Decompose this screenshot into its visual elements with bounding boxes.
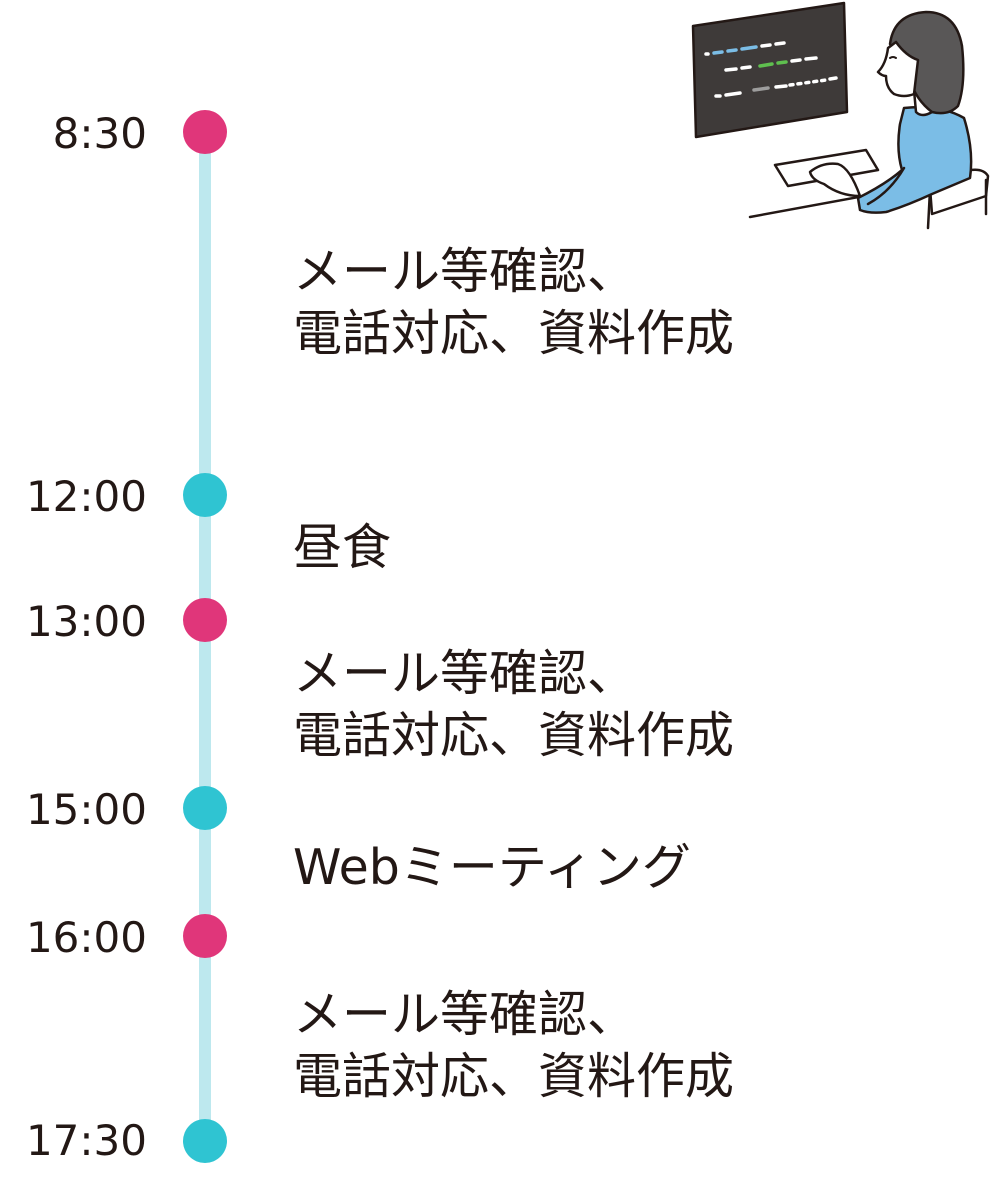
time-label-4: 15:00 — [25, 785, 147, 834]
hair — [888, 10, 965, 115]
task-block-5: メール等確認、 電話対応、資料作成 — [293, 984, 734, 1108]
task-block-4: Webミーティング — [293, 837, 691, 899]
task-line: 昼食 — [293, 519, 392, 576]
monitor-icon — [691, 1, 849, 139]
timeline-dot-pink — [183, 914, 227, 958]
task-line: メール等確認、 — [293, 986, 637, 1043]
task-block-1: メール等確認、 電話対応、資料作成 — [293, 241, 734, 365]
task-line: メール等確認、 — [293, 645, 637, 702]
timeline-dot-teal — [183, 786, 227, 830]
time-label-1: 8:30 — [52, 109, 147, 158]
time-label-3: 13:00 — [25, 597, 147, 646]
task-line: メール等確認、 — [293, 243, 637, 300]
task-line: 電話対応、資料作成 — [293, 707, 735, 764]
task-block-3: メール等確認、 電話対応、資料作成 — [293, 643, 734, 767]
time-label-6: 17:30 — [25, 1116, 147, 1165]
face — [876, 40, 920, 98]
task-block-2: 昼食 — [293, 517, 391, 579]
task-line: 電話対応、資料作成 — [293, 305, 735, 362]
timeline-dot-teal — [183, 1119, 227, 1163]
task-line: 電話対応、資料作成 — [293, 1048, 735, 1105]
woman-at-computer-icon — [691, 1, 990, 230]
task-line: Webミーティング — [293, 839, 691, 896]
time-label-2: 12:00 — [25, 472, 147, 521]
time-label-5: 16:00 — [25, 913, 147, 962]
timeline-dot-pink — [183, 110, 227, 154]
timeline-dot-pink — [183, 598, 227, 642]
timeline-dot-teal — [183, 473, 227, 517]
